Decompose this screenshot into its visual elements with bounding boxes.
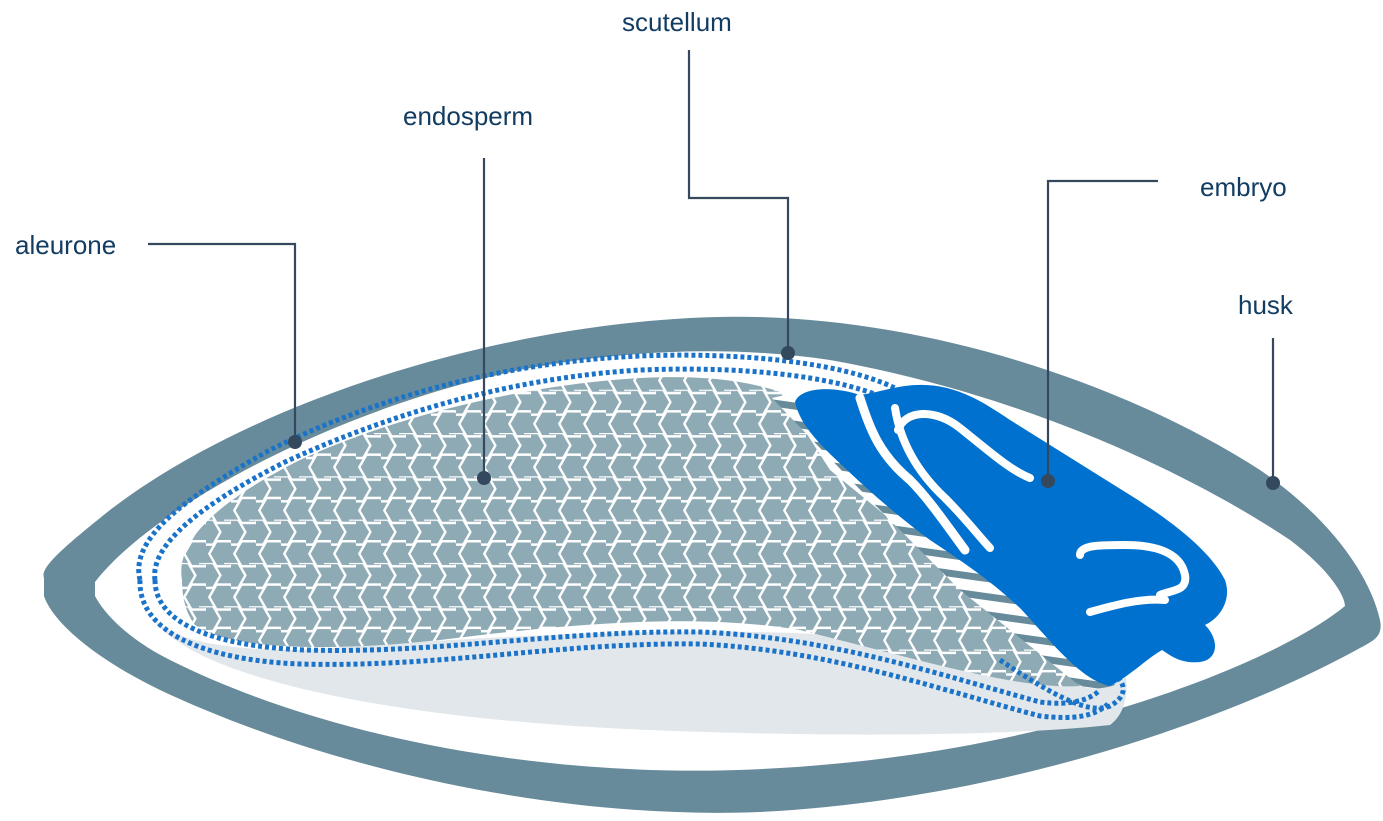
dot-husk	[1266, 476, 1280, 490]
label-endosperm: endosperm	[403, 101, 533, 131]
label-embryo: embryo	[1200, 172, 1287, 202]
dot-embryo	[1041, 474, 1055, 488]
dot-endosperm	[477, 471, 491, 485]
dot-scutellum	[781, 346, 795, 360]
label-scutellum: scutellum	[622, 7, 732, 37]
label-husk: husk	[1238, 290, 1293, 320]
leader-aleurone	[148, 244, 295, 442]
label-aleurone: aleurone	[15, 230, 116, 260]
dot-aleurone	[288, 435, 302, 449]
leader-scutellum	[689, 50, 788, 352]
